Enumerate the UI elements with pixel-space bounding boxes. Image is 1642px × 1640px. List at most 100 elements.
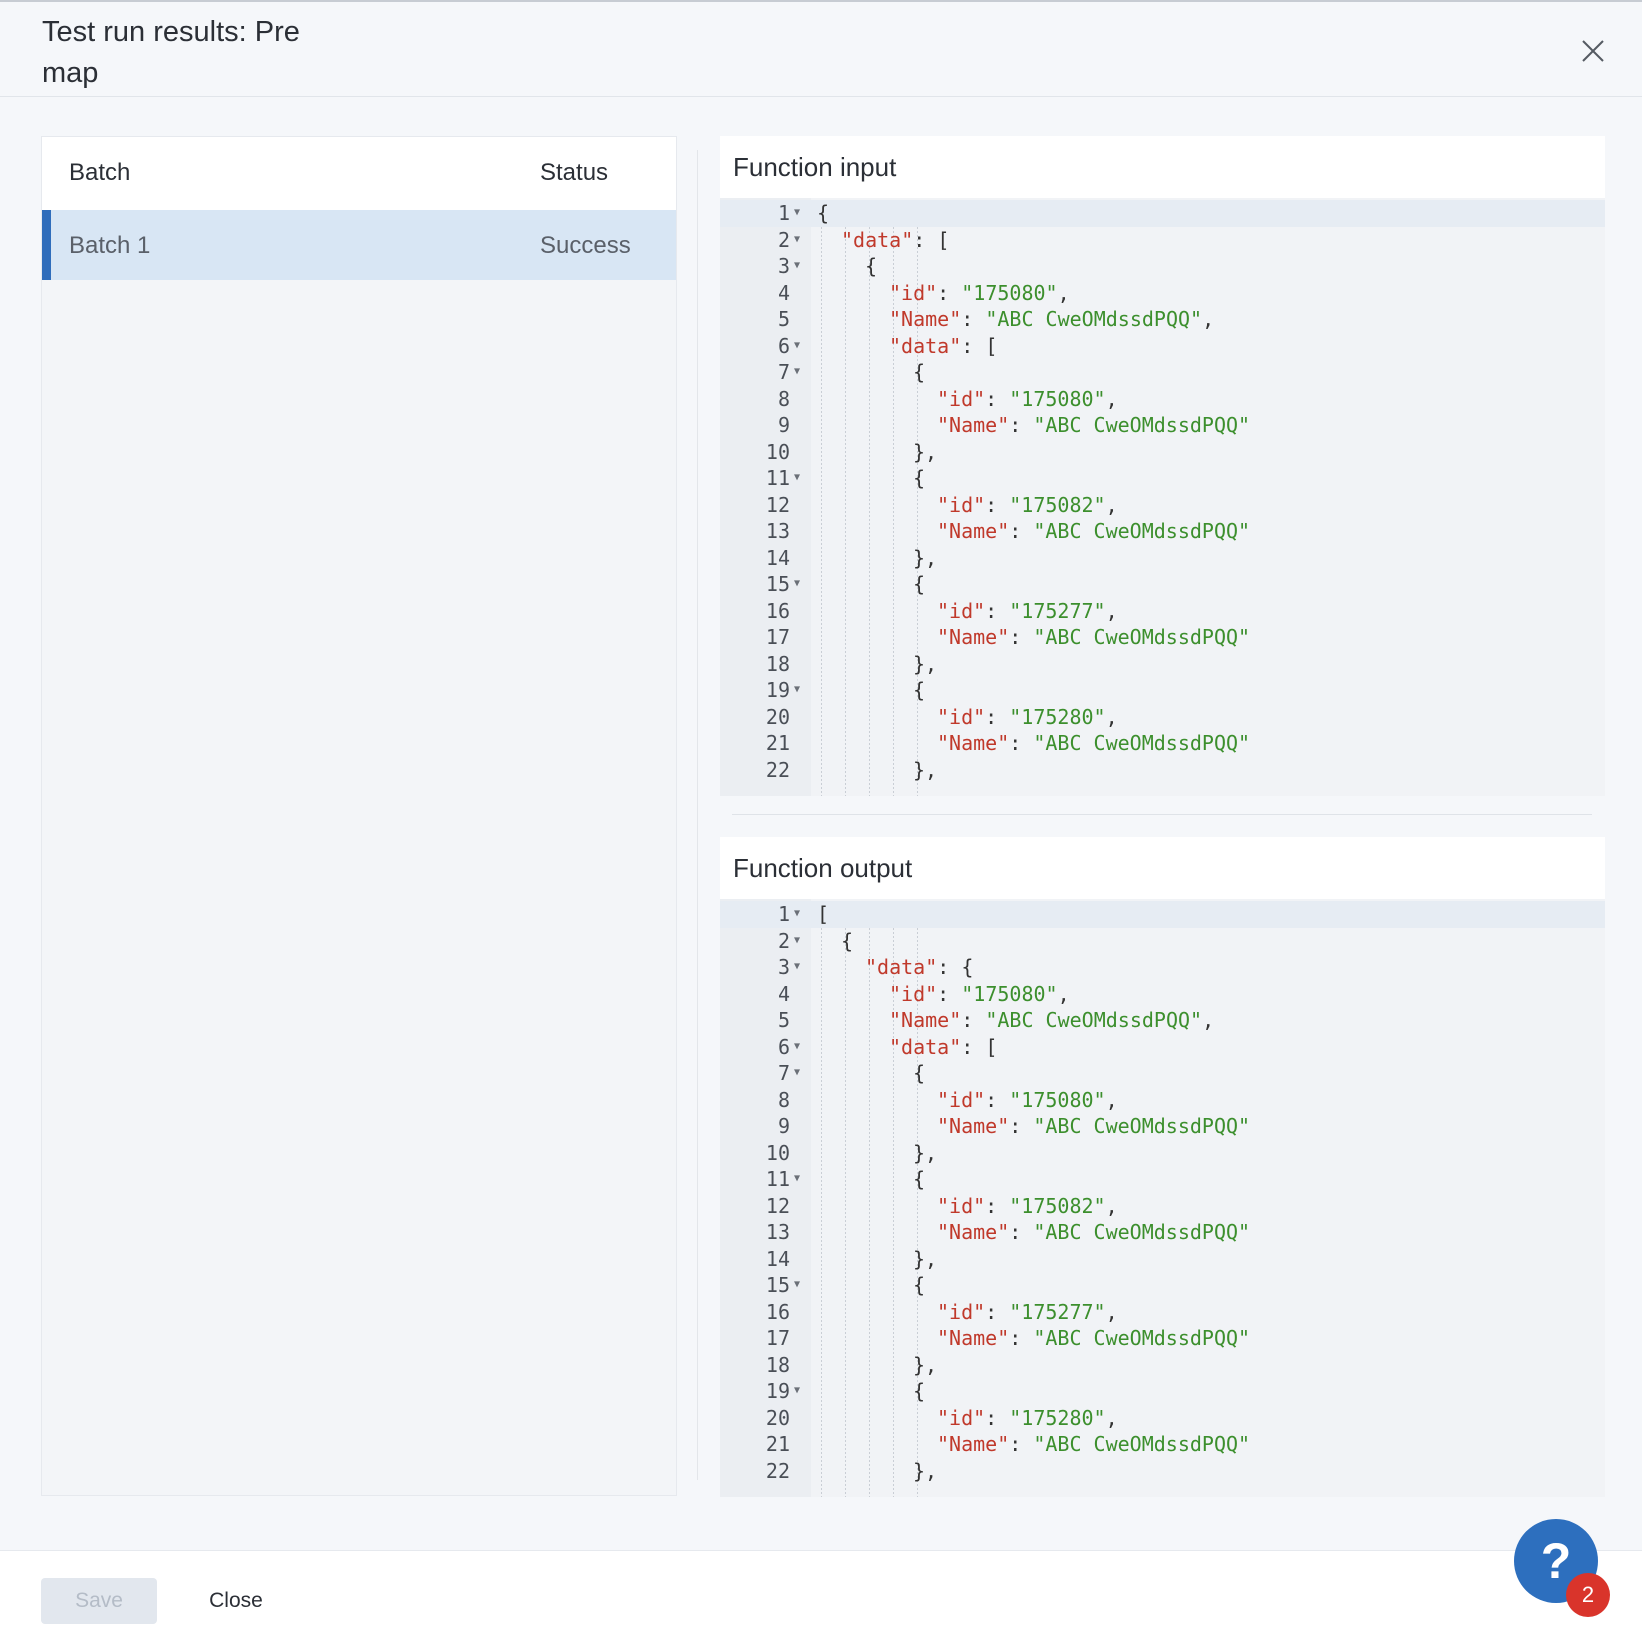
code-line: 12"id": "175082",: [720, 492, 1605, 519]
code-text: {: [913, 1273, 926, 1297]
code-text: "id": "175080",: [889, 981, 1070, 1006]
line-number: 21: [765, 1432, 790, 1456]
help-icon: ?: [1540, 1533, 1572, 1589]
line-number: 22: [765, 1458, 790, 1483]
line-number: 18: [765, 1352, 790, 1377]
line-number: 3: [777, 254, 790, 278]
fold-arrow-icon[interactable]: ▼: [794, 908, 801, 919]
code-text: },: [913, 1352, 938, 1377]
code-text: "id": "175082",: [937, 492, 1118, 517]
function-output-panel: Function output 1▼[2▼{3▼"data": {4"id": …: [720, 837, 1605, 1497]
code-line: 8"id": "175080",: [720, 386, 1605, 413]
code-line: 13"Name": "ABC CweOMdssdPQQ": [720, 1219, 1605, 1246]
table-row[interactable]: Batch 1 Success: [42, 210, 676, 280]
fold-arrow-icon[interactable]: ▼: [794, 472, 801, 483]
code-line: 1▼{: [720, 200, 1605, 227]
indent-guide: [821, 927, 822, 1497]
code-text: "data": [: [889, 333, 998, 358]
code-line: 2▼{: [720, 928, 1605, 955]
function-input-editor[interactable]: 1▼{2▼"data": [3▼{4"id": "175080",5"Name"…: [720, 198, 1605, 796]
code-line: 16"id": "175277",: [720, 1299, 1605, 1326]
code-line: 18},: [720, 1352, 1605, 1379]
close-icon[interactable]: [1574, 32, 1612, 70]
code-text: "data": {: [865, 955, 974, 979]
save-button[interactable]: Save: [41, 1578, 157, 1624]
fold-arrow-icon[interactable]: ▼: [794, 260, 801, 271]
line-number: 6: [777, 1034, 790, 1059]
code-text: "Name": "ABC CweOMdssdPQQ": [937, 1220, 1251, 1244]
batch-table: Batch Status Batch 1 Success: [41, 136, 677, 1496]
line-number: 22: [765, 757, 790, 782]
code-line: 21"Name": "ABC CweOMdssdPQQ": [720, 730, 1605, 757]
batch-status-cell: Success: [540, 232, 631, 259]
code-text: {: [913, 678, 926, 702]
code-text: {: [865, 254, 878, 278]
line-number: 11: [765, 1167, 790, 1191]
function-output-title: Function output: [733, 853, 913, 883]
code-text: {: [841, 928, 854, 953]
code-text: },: [913, 651, 938, 676]
close-button[interactable]: Close: [186, 1578, 286, 1624]
column-header-batch: Batch: [69, 159, 131, 186]
fold-arrow-icon[interactable]: ▼: [794, 1040, 801, 1052]
code-text: {: [913, 466, 926, 490]
line-number: 10: [765, 439, 790, 464]
indent-guide: [869, 927, 870, 1497]
code-text: "id": "175080",: [889, 280, 1070, 305]
fold-arrow-icon[interactable]: ▼: [794, 934, 801, 946]
indent-guide: [917, 927, 918, 1497]
indent-guide: [869, 226, 870, 796]
code-line: 6▼"data": [: [720, 1034, 1605, 1061]
code-line: 18},: [720, 651, 1605, 678]
fold-arrow-icon[interactable]: ▼: [794, 1385, 801, 1396]
fold-arrow-icon[interactable]: ▼: [794, 684, 801, 695]
code-text: "id": "175080",: [937, 1087, 1118, 1112]
line-number: 9: [777, 413, 790, 437]
code-text: "id": "175280",: [937, 1405, 1118, 1430]
code-text: },: [913, 757, 938, 782]
code-line: 7▼{: [720, 359, 1605, 386]
function-output-header: Function output: [720, 837, 1605, 899]
fold-arrow-icon[interactable]: ▼: [794, 1173, 801, 1184]
line-number: 18: [765, 651, 790, 676]
fold-arrow-icon[interactable]: ▼: [794, 1279, 801, 1290]
line-number: 15: [765, 1273, 790, 1297]
function-input-title: Function input: [733, 152, 897, 182]
indent-guide: [845, 226, 846, 796]
fold-arrow-icon[interactable]: ▼: [794, 339, 801, 351]
fold-arrow-icon[interactable]: ▼: [794, 366, 801, 377]
code-line: 14},: [720, 1246, 1605, 1273]
fold-arrow-icon[interactable]: ▼: [794, 1067, 801, 1078]
indent-guide: [893, 226, 894, 796]
fold-arrow-icon[interactable]: ▼: [794, 207, 801, 218]
code-line: 10},: [720, 439, 1605, 466]
line-number: 20: [765, 704, 790, 729]
fold-arrow-icon[interactable]: ▼: [794, 961, 801, 972]
code-line: 2▼"data": [: [720, 227, 1605, 254]
code-line: 14},: [720, 545, 1605, 572]
dialog-footer: Save Close: [0, 1550, 1642, 1640]
fold-arrow-icon[interactable]: ▼: [794, 578, 801, 589]
code-text: },: [913, 1246, 938, 1271]
code-text: "Name": "ABC CweOMdssdPQQ": [937, 625, 1251, 649]
line-number: 1: [777, 201, 790, 225]
code-text: },: [913, 1458, 938, 1483]
function-output-editor[interactable]: 1▼[2▼{3▼"data": {4"id": "175080",5"Name"…: [720, 899, 1605, 1497]
code-line: 20"id": "175280",: [720, 704, 1605, 731]
indent-guide: [821, 226, 822, 796]
help-button[interactable]: ? 2: [1514, 1519, 1610, 1617]
fold-arrow-icon[interactable]: ▼: [794, 233, 801, 245]
line-number-gutter: [720, 899, 811, 1497]
code-text: "Name": "ABC CweOMdssdPQQ": [937, 1114, 1251, 1138]
line-number: 1: [777, 902, 790, 926]
code-line: 11▼{: [720, 465, 1605, 492]
code-text: "Name": "ABC CweOMdssdPQQ",: [889, 307, 1215, 331]
code-line: 9"Name": "ABC CweOMdssdPQQ": [720, 412, 1605, 439]
code-text: {: [913, 1167, 926, 1191]
code-line: 6▼"data": [: [720, 333, 1605, 360]
line-number: 8: [777, 1087, 790, 1112]
code-line: 3 ▼ {: [720, 253, 1605, 280]
code-text: {: [913, 360, 926, 384]
line-number: 13: [765, 519, 790, 543]
